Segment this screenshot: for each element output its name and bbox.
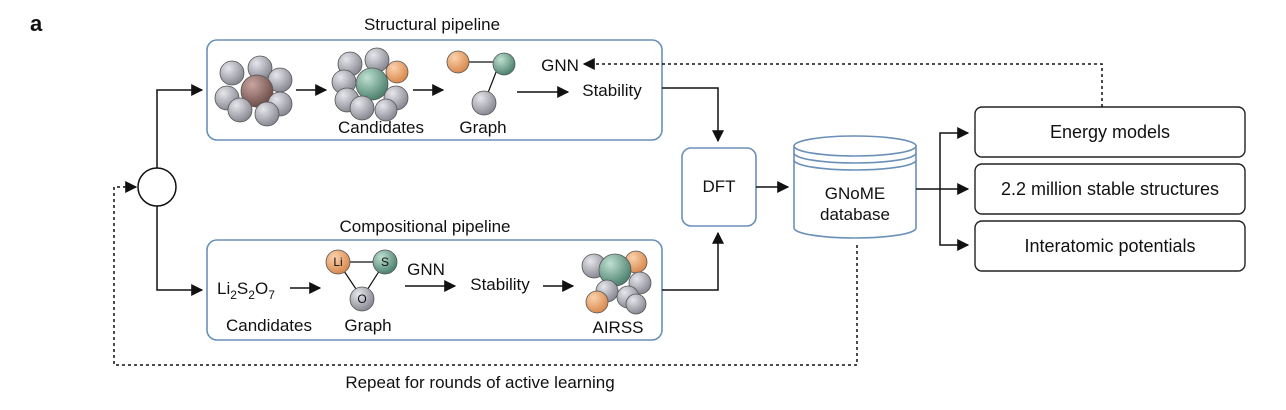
structural-candidate-crystal	[331, 47, 409, 122]
stable-structures-box	[974, 163, 1246, 215]
branch-to-structural-arrow	[156, 84, 204, 168]
database-to-energy-models-arrow	[916, 127, 970, 190]
structural-gnn-label: GNN	[541, 56, 579, 75]
structural-graph-label: Graph	[459, 118, 506, 137]
airss-crystal	[581, 250, 652, 315]
panel-letter: a	[30, 11, 43, 36]
structural-seed-crystal	[214, 55, 293, 127]
compositional-graph-label: Graph	[344, 316, 391, 335]
atom-label-li: Li	[333, 255, 342, 269]
energy-models-label: Energy models	[1050, 122, 1170, 142]
composition-formula: Li2S2O7	[217, 279, 275, 302]
airss-label: AIRSS	[592, 318, 643, 337]
atom-label-s: S	[381, 255, 389, 269]
database-to-potentials-arrow	[939, 189, 970, 251]
database-label-line2: database	[820, 205, 890, 224]
active-learning-loop-arrow	[113, 181, 858, 366]
compositional-graph: Li S O	[325, 249, 398, 312]
compositional-gnn-label: GNN	[407, 260, 445, 279]
database-label-line1: GNoME	[825, 184, 885, 203]
interatomic-potentials-box	[974, 220, 1246, 272]
dft-label: DFT	[702, 177, 735, 196]
split-node	[137, 167, 177, 207]
compositional-candidates-label: Candidates	[226, 316, 312, 335]
branch-to-compositional-arrow	[156, 206, 204, 296]
gnome-database-cylinder	[793, 135, 917, 239]
energy-models-box	[974, 106, 1246, 158]
energy-models-to-gnn-feedback-arrow	[582, 58, 1103, 107]
compositional-stability-label: Stability	[470, 275, 530, 294]
interatomic-potentials-label: Interatomic potentials	[1024, 236, 1195, 256]
structural-graph	[446, 50, 516, 116]
active-learning-loop-label: Repeat for rounds of active learning	[345, 373, 614, 392]
compositional-pipeline-title: Compositional pipeline	[339, 217, 510, 236]
structural-pipeline-title: Structural pipeline	[364, 15, 500, 34]
atom-label-o: O	[357, 292, 366, 306]
stable-structures-label: 2.2 million stable structures	[1001, 179, 1219, 199]
structural-candidates-label: Candidates	[338, 118, 424, 137]
compositional-to-dft-arrow	[662, 231, 724, 291]
structural-to-dft-arrow	[662, 87, 724, 143]
structural-stability-label: Stability	[582, 81, 642, 100]
